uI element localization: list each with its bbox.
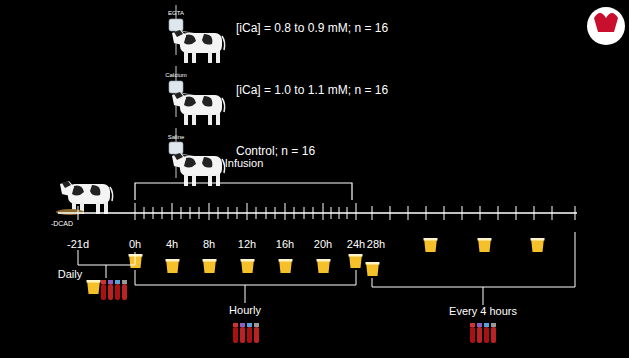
sampling-label: Daily [58, 268, 82, 280]
time-label: 8h [203, 238, 215, 250]
sampling-label: Every 4 hours [449, 305, 517, 317]
time-label: -21d [67, 238, 89, 250]
group-label: [iCa] = 1.0 to 1.1 mM; n = 16 [236, 84, 388, 97]
time-label: 24h [347, 238, 365, 250]
bag-label: EGTA [168, 10, 184, 17]
time-label: 12h [238, 238, 256, 250]
time-label: 16h [276, 238, 294, 250]
sampling-label: Hourly [229, 304, 261, 316]
time-label: 4h [166, 238, 178, 250]
time-label: 0h [129, 238, 141, 250]
time-label: 20h [314, 238, 332, 250]
bag-label: Saline [168, 134, 185, 141]
group-label: Control; n = 16 [236, 145, 315, 158]
bag-label: Calcium [165, 72, 187, 79]
time-label: 28h [367, 238, 385, 250]
group-label: [iCa] = 0.8 to 0.9 mM; n = 16 [236, 22, 388, 35]
diet-label: -DCAD [51, 220, 73, 228]
phase-label: Infusion [225, 157, 264, 169]
